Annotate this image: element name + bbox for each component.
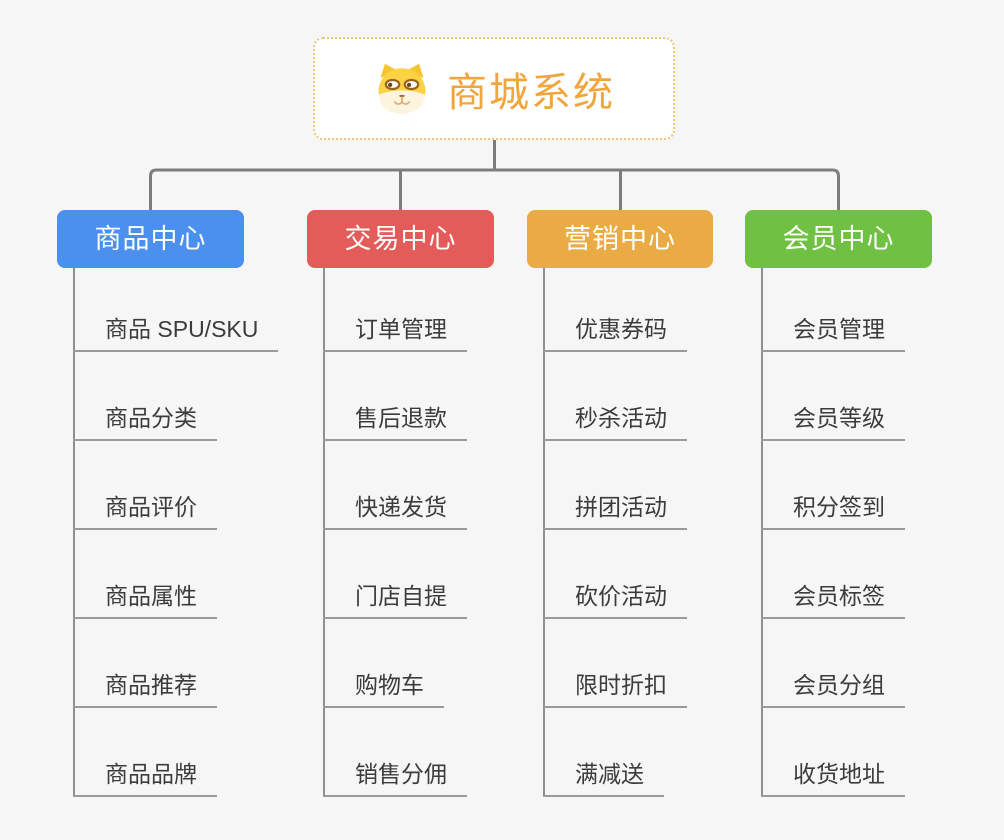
leaf-node[interactable]: 销售分佣 [323,759,467,797]
leaf-node[interactable]: 优惠券码 [543,314,687,352]
leaf-node[interactable]: 会员等级 [761,403,905,441]
branch-node-product-center[interactable]: 商品中心 [57,210,244,268]
leaf-node[interactable]: 满减送 [543,759,664,797]
branch-child-connector [543,268,545,797]
leaf-node[interactable]: 门店自提 [323,581,467,619]
leaf-node[interactable]: 快递发货 [323,492,467,530]
leaf-node[interactable]: 收货地址 [761,759,905,797]
root-node-title: 商城系统 [447,70,615,115]
branch-node-marketing-center[interactable]: 营销中心 [527,210,713,268]
dog-face-icon [378,63,426,113]
leaf-node[interactable]: 购物车 [323,670,444,708]
branch-child-connector [761,268,763,797]
leaf-node[interactable]: 拼团活动 [543,492,687,530]
branch-node-trade-center[interactable]: 交易中心 [307,210,494,268]
branch-member-center: 会员中心 会员管理 会员等级 积分签到 会员标签 会员分组 收货地址 [745,210,932,797]
leaf-node[interactable]: 限时折扣 [543,670,687,708]
leaf-node[interactable]: 商品评价 [73,492,217,530]
leaf-node[interactable]: 商品分类 [73,403,217,441]
leaf-node[interactable]: 积分签到 [761,492,905,530]
leaf-node[interactable]: 会员管理 [761,314,905,352]
leaf-node[interactable]: 砍价活动 [543,581,687,619]
leaf-node[interactable]: 商品 SPU/SKU [73,314,279,352]
leaf-node[interactable]: 售后退款 [323,403,467,441]
leaf-node[interactable]: 商品推荐 [73,670,217,708]
leaf-node[interactable]: 会员分组 [761,670,905,708]
branch-marketing-center: 营销中心 优惠券码 秒杀活动 拼团活动 砍价活动 限时折扣 满减送 [527,210,713,797]
leaf-node[interactable]: 订单管理 [323,314,467,352]
branch-child-connector [323,268,325,797]
branch-trade-center: 交易中心 订单管理 售后退款 快递发货 门店自提 购物车 销售分佣 [307,210,494,797]
leaf-node[interactable]: 秒杀活动 [543,403,687,441]
root-node[interactable]: 商城系统 [313,37,675,140]
leaf-node[interactable]: 商品属性 [73,581,217,619]
leaf-node[interactable]: 会员标签 [761,581,905,619]
branch-product-center: 商品中心 商品 SPU/SKU 商品分类 商品评价 商品属性 商品推荐 商品品牌 [57,210,279,797]
branch-child-connector [73,268,75,797]
branch-node-member-center[interactable]: 会员中心 [745,210,932,268]
leaf-node[interactable]: 商品品牌 [73,759,217,797]
